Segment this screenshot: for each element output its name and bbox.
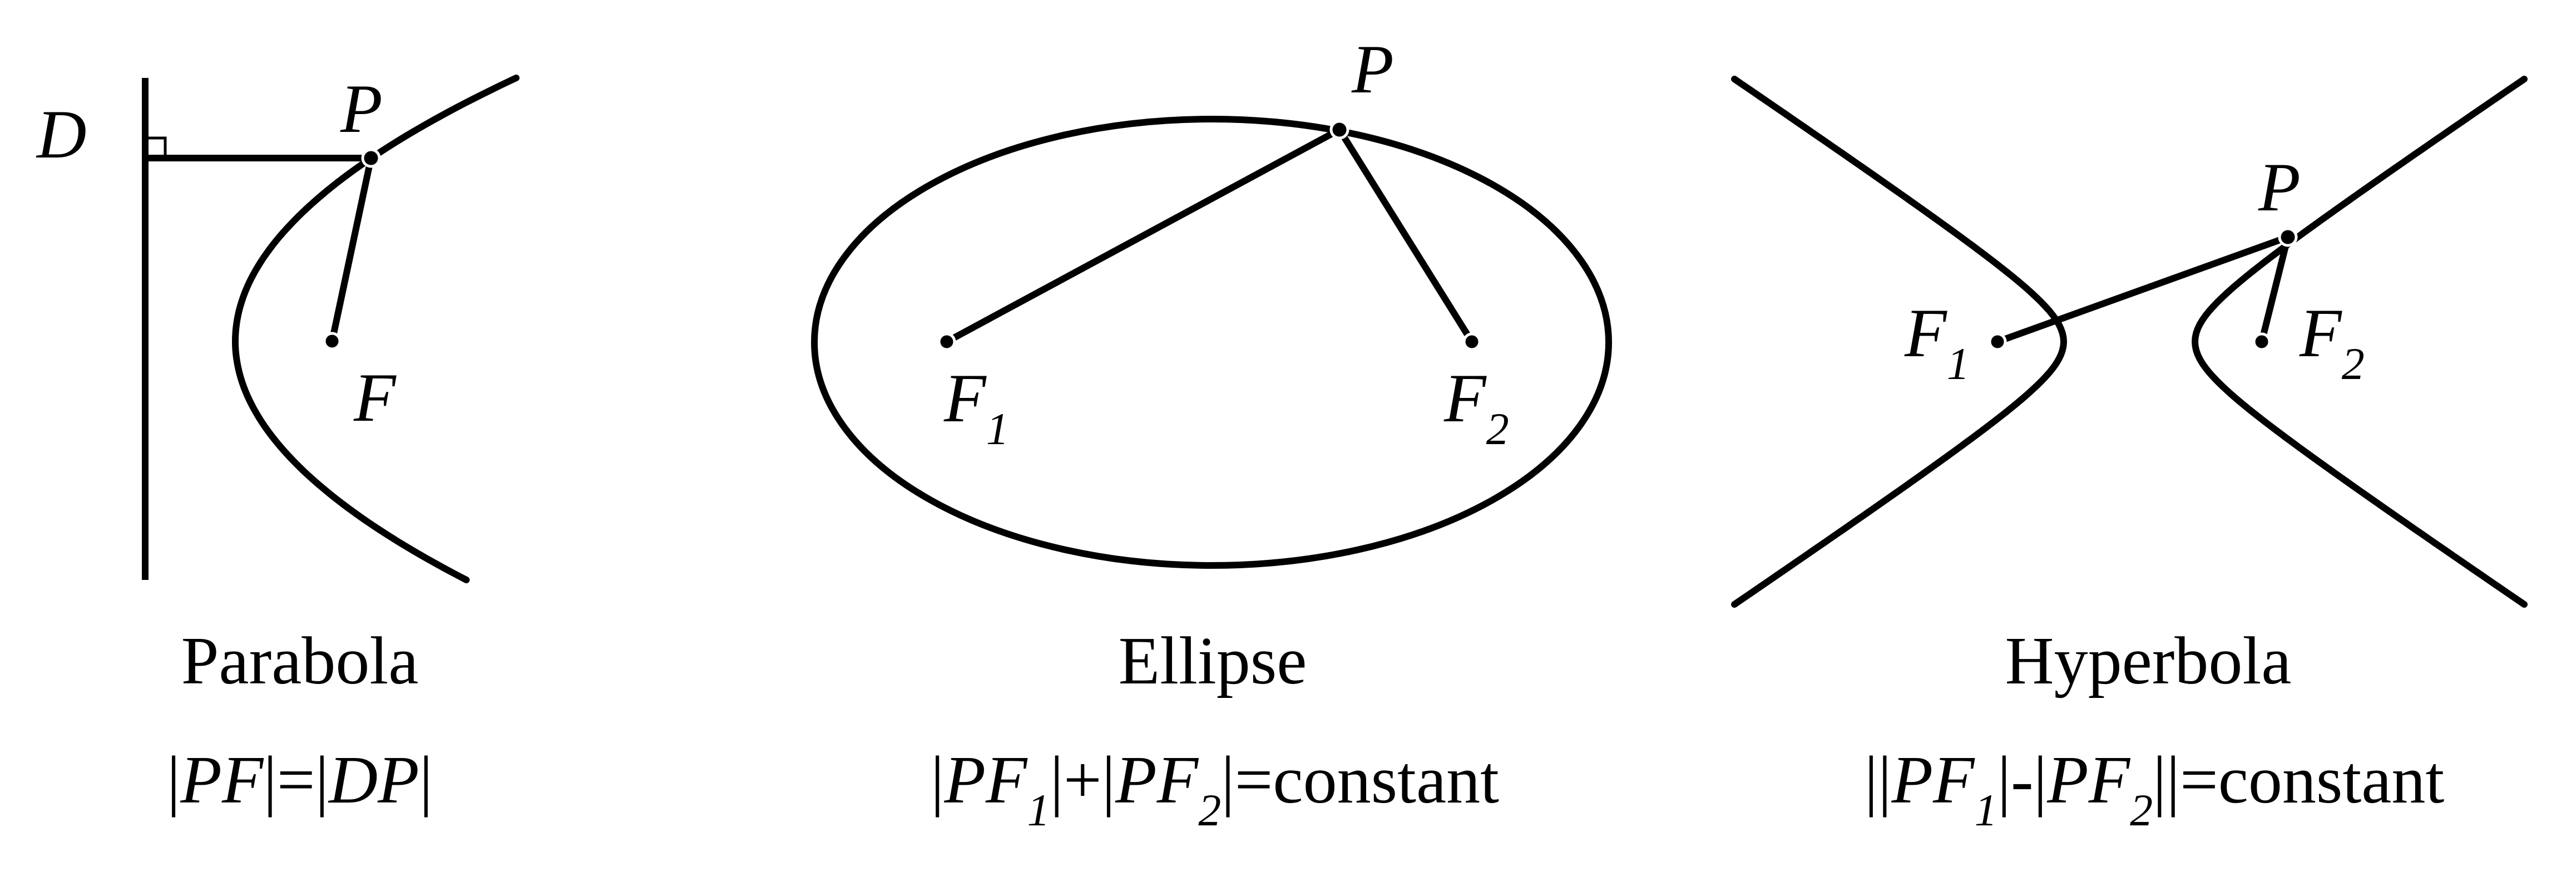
label-F2-subscript: 2 <box>1486 403 1509 454</box>
formula-part: | <box>931 742 944 818</box>
label-F1-main: F <box>943 360 987 436</box>
formula-parabola: |PF|=|DP| <box>167 742 433 818</box>
ellipse-panel: P F1 F2 Ellipse |PF1|+|PF2|=constant <box>811 31 1612 835</box>
formula-part: |=constant <box>1221 742 1499 818</box>
formula-ellipse: |PF1|+|PF2|=constant <box>931 742 1499 835</box>
formula-part: || <box>1865 742 1892 818</box>
formula-part: DP <box>328 742 419 818</box>
point-P-marker <box>1329 120 1349 140</box>
segment-PF2 <box>1336 127 1475 344</box>
focus-F1-marker <box>1988 332 2007 351</box>
formula-part: |+| <box>1050 742 1115 818</box>
segment-PF1 <box>1996 234 2290 345</box>
label-D: D <box>36 96 87 173</box>
label-F2-subscript: 2 <box>2342 338 2365 389</box>
label-F: F <box>353 360 397 436</box>
formula-part: |-| <box>1997 742 2047 818</box>
formula-part: | <box>167 742 180 818</box>
label-F1: F1 <box>1904 295 1970 389</box>
right-angle-marker <box>145 136 167 158</box>
formula-subscript: 2 <box>2130 785 2153 835</box>
formula-subscript: 1 <box>1027 785 1050 835</box>
panel-title-parabola: Parabola <box>181 623 419 698</box>
label-F2: F2 <box>1443 360 1509 454</box>
label-F2: F2 <box>2299 295 2365 389</box>
point-P-marker <box>2278 227 2298 247</box>
formula-subscript: 2 <box>1198 785 1221 835</box>
ellipse-curve <box>811 116 1612 569</box>
hyperbola-left-branch <box>1731 76 2068 608</box>
hyperbola-right-branch <box>2191 76 2528 608</box>
label-F2-main: F <box>1443 360 1487 436</box>
label-F1-main: F <box>1904 295 1947 371</box>
label-P: P <box>340 71 383 147</box>
panel-title-hyperbola: Hyperbola <box>2005 623 2292 698</box>
label-F1: F1 <box>943 360 1009 454</box>
formula-part: PF <box>1891 742 1976 818</box>
focus-F2-marker <box>2252 332 2271 351</box>
label-P: P <box>1351 31 1394 107</box>
formula-subscript: 1 <box>1975 785 1997 835</box>
segment-PF2 <box>2258 236 2291 343</box>
formula-part: PF <box>1115 742 1199 818</box>
label-F2-main: F <box>2299 295 2342 371</box>
formula-part: | <box>419 742 433 818</box>
segment-PF1 <box>945 126 1341 345</box>
formula-part: PF <box>943 742 1028 818</box>
label-F1-subscript: 1 <box>1947 338 1970 389</box>
formula-part: ||=constant <box>2153 742 2444 818</box>
parabola-panel: D P F Parabola |PF|=|DP| <box>36 71 520 818</box>
focus-F1-marker <box>937 332 956 351</box>
point-P-marker <box>361 148 381 168</box>
segment-PF <box>329 157 374 342</box>
panel-title-ellipse: Ellipse <box>1119 623 1307 698</box>
formula-part: |=| <box>263 742 329 818</box>
focus-F2-marker <box>1462 332 1481 351</box>
hyperbola-panel: P F1 F2 Hyperbola ||PF1|-|PF2||=constant <box>1731 76 2528 835</box>
formula-part: PF <box>180 742 264 818</box>
focus-F-marker <box>323 332 342 351</box>
formula-hyperbola: ||PF1|-|PF2||=constant <box>1865 742 2445 835</box>
formula-part: PF <box>2046 742 2131 818</box>
label-F1-subscript: 1 <box>986 403 1009 454</box>
label-P: P <box>2258 149 2301 225</box>
